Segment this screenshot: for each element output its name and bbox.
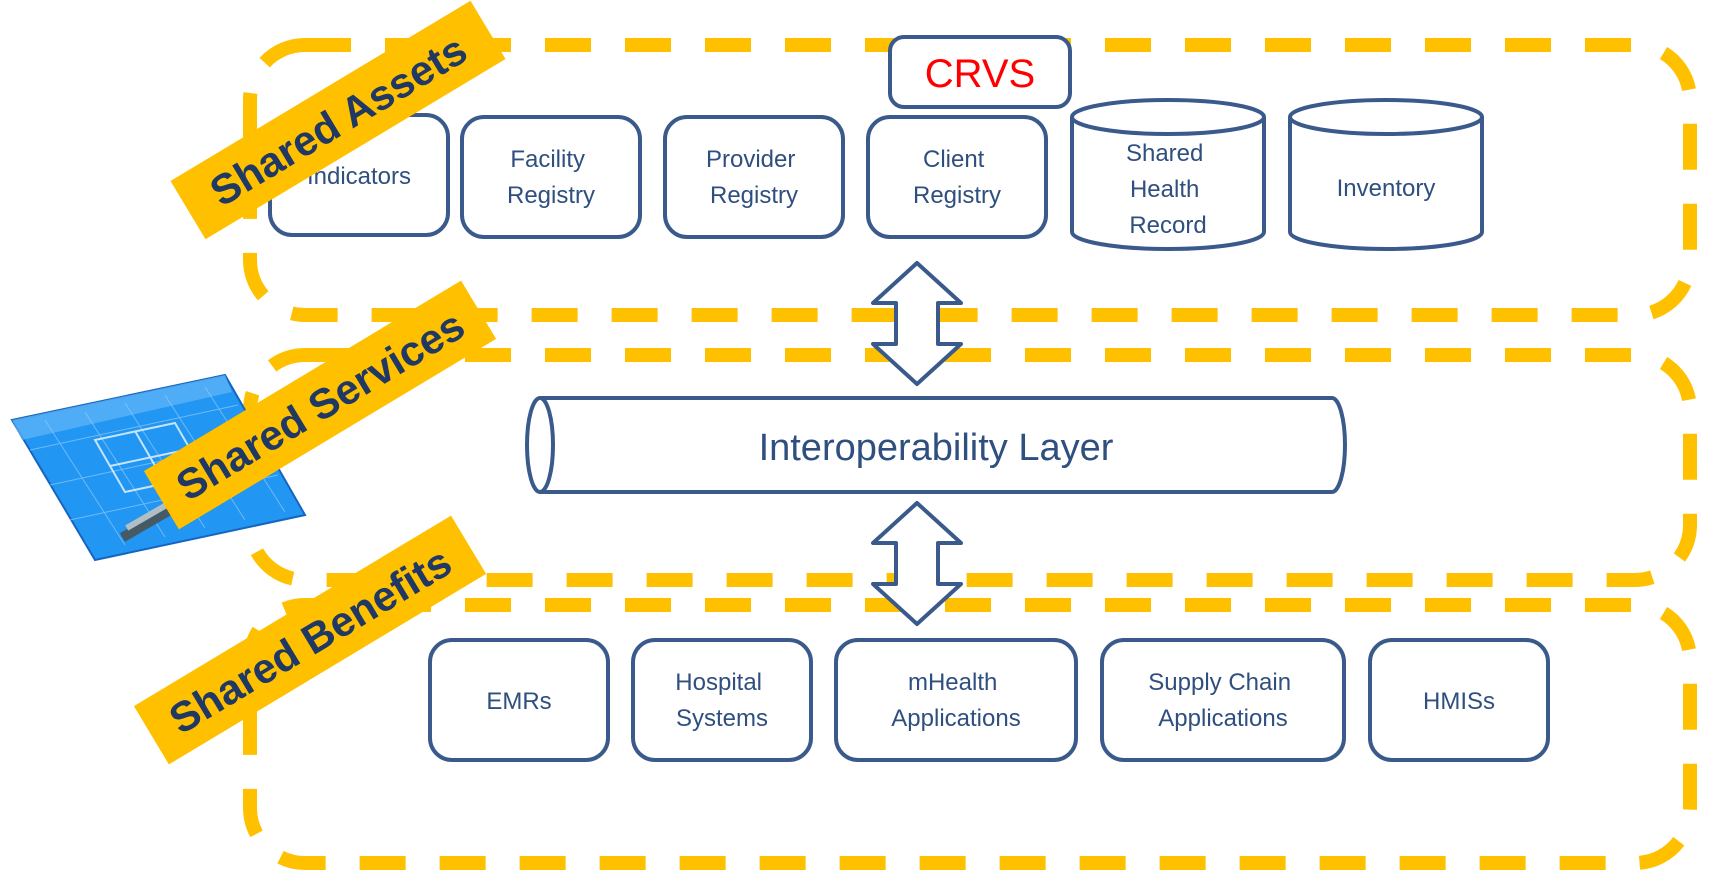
supply-chain-applications-label-line1: Supply Chain	[1148, 669, 1291, 696]
mhealth-applications-label-line1: mHealth	[908, 669, 997, 696]
mhealth-applications-box: mHealth Applications	[834, 638, 1078, 762]
facility-registry-box: Facility Registry	[460, 115, 642, 239]
provider-registry-label-line2: Registry	[710, 182, 798, 209]
emrs-label: EMRs	[486, 688, 551, 715]
hmiss-box: HMISs	[1368, 638, 1550, 762]
inventory-label: Inventory	[1337, 175, 1436, 202]
mhealth-applications-label-line2: Applications	[891, 705, 1020, 732]
hmiss-label: HMISs	[1423, 688, 1495, 715]
client-registry-box: Client Registry	[866, 115, 1048, 239]
svg-text:Hospital Systems: Hospital Systems	[675, 669, 768, 732]
shared-health-record-cylinder: Shared Health Record	[1070, 98, 1266, 251]
svg-text:Provider Registry: Provider Registry	[706, 146, 802, 209]
svg-text:mHealth Applications: mHealth Applications	[891, 669, 1020, 732]
svg-text:Facility Registry: Facility Registry	[507, 146, 595, 209]
client-registry-label-line1: Client	[923, 146, 985, 173]
facility-registry-label-line2: Registry	[507, 182, 595, 209]
double-arrow-icon	[871, 501, 963, 626]
crvs-label: CRVS	[925, 52, 1035, 96]
svg-text:Inventory: Inventory	[1337, 175, 1436, 202]
provider-registry-label-line1: Provider	[706, 146, 795, 173]
double-arrow-icon	[871, 261, 963, 386]
hospital-systems-label-line1: Hospital	[675, 669, 762, 696]
client-registry-label-line2: Registry	[913, 182, 1001, 209]
svg-text:HMISs: HMISs	[1423, 688, 1495, 715]
svg-text:EMRs: EMRs	[486, 688, 551, 715]
emrs-box: EMRs	[428, 638, 610, 762]
supply-chain-applications-label-line2: Applications	[1158, 705, 1287, 732]
crvs-box	[888, 35, 1072, 109]
svg-text:Shared Health Reco: Shared Health Record	[1126, 140, 1210, 239]
shared-health-record-label-line2: Health	[1130, 176, 1199, 203]
inventory-cylinder: Inventory	[1288, 98, 1484, 251]
hospital-systems-box: Hospital Systems	[631, 638, 813, 762]
interoperability-layer-tube: Interoperability Layer	[525, 396, 1347, 494]
shared-services-frame	[243, 348, 1697, 587]
svg-text:Supply Chain Application: Supply Chain Applications	[1148, 669, 1297, 732]
shared-health-record-label-line1: Shared	[1126, 140, 1203, 167]
facility-registry-label-line1: Facility	[510, 146, 585, 173]
shared-benefits-banner-label: Shared Benefits	[161, 538, 459, 743]
provider-registry-box: Provider Registry	[663, 115, 845, 239]
shared-benefits-frame	[243, 598, 1697, 870]
interoperability-layer-label: Interoperability Layer	[759, 427, 1114, 469]
svg-text:Client Registry: Client Registry	[913, 146, 1001, 209]
shared-health-record-label-line3: Record	[1129, 212, 1206, 239]
supply-chain-applications-box: Supply Chain Applications	[1100, 638, 1346, 762]
hospital-systems-label-line2: Systems	[676, 705, 768, 732]
